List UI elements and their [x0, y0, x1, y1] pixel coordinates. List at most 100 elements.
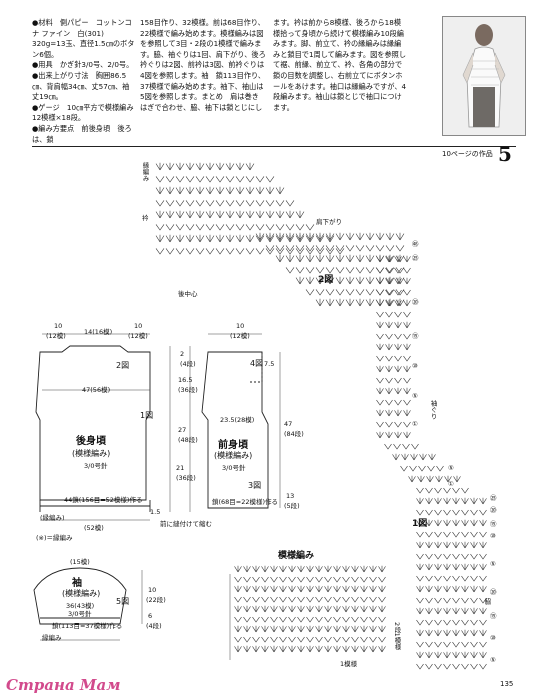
- stitch-vee: [385, 289, 395, 296]
- stitch-vee: [403, 399, 411, 406]
- stitch-fan: [365, 276, 375, 285]
- stitch-fan: [205, 210, 215, 219]
- stitch-vee: [355, 289, 365, 296]
- stitch-fan: [315, 585, 323, 593]
- stitch-vee: [403, 267, 411, 274]
- stitch-vee: [252, 636, 260, 643]
- stitch-fan: [288, 585, 296, 593]
- stitch-vee: [355, 245, 365, 252]
- stitch-fan: [325, 298, 335, 307]
- stitch-vee: [306, 576, 314, 583]
- stitch-fan: [306, 645, 314, 653]
- stitch-vee: [470, 553, 478, 560]
- stitch-fan: [355, 254, 365, 263]
- stitch-fan: [375, 232, 385, 241]
- stitch-fan: [376, 365, 384, 373]
- stitch-vee: [425, 575, 433, 582]
- stitch-fan: [403, 343, 411, 351]
- stitch-fan: [315, 254, 325, 263]
- stitch-vee: [470, 619, 478, 626]
- stitch-fan: [452, 607, 460, 615]
- stitch-vee: [416, 641, 424, 648]
- back-fig-ref: 2図: [116, 361, 130, 370]
- stitch-fan: [155, 186, 165, 195]
- stitch-fan: [403, 365, 411, 373]
- stitch-fan: [425, 563, 433, 571]
- stitch-vee: [279, 616, 287, 623]
- stitch-vee: [225, 224, 235, 231]
- stitch-fan: [234, 605, 242, 613]
- stitch-vee: [434, 619, 442, 626]
- stitch-vee: [452, 575, 460, 582]
- stitch-fan: [408, 475, 416, 483]
- chart1-side-label: 脇: [483, 598, 491, 605]
- stitch-fan: [279, 625, 287, 633]
- chart2-row-mark: ⑳: [412, 298, 419, 306]
- stitch-fan: [452, 563, 460, 571]
- stitch-vee: [215, 224, 225, 231]
- stitch-vee: [225, 248, 235, 255]
- stitch-vee: [393, 443, 401, 450]
- stitch-vee: [155, 176, 165, 183]
- stitch-vee: [443, 663, 451, 670]
- stitch-fan: [245, 210, 255, 219]
- stitch-fan: [376, 299, 384, 307]
- stitch-fan: [265, 186, 275, 195]
- stitch-vee: [215, 200, 225, 207]
- stitch-fan: [425, 541, 433, 549]
- stitch-vee: [225, 200, 235, 207]
- stitch-vee: [416, 553, 424, 560]
- stitch-vee: [342, 616, 350, 623]
- stitch-vee: [195, 176, 205, 183]
- stitch-fan: [470, 651, 478, 659]
- stitch-fan: [335, 254, 345, 263]
- stitch-vee: [452, 509, 460, 516]
- stitch-vee: [305, 289, 315, 296]
- stitch-vee: [376, 333, 384, 340]
- stitch-vee: [400, 465, 408, 472]
- stitch-vee: [394, 333, 402, 340]
- stitch-vee: [275, 248, 285, 255]
- chart1-row-mark: ⑮: [490, 612, 497, 620]
- stitch-fan: [452, 651, 460, 659]
- stitch-fan: [297, 605, 305, 613]
- stitch-fan: [261, 645, 269, 653]
- stitch-fan: [378, 625, 386, 633]
- stitch-vee: [365, 245, 375, 252]
- vertical-dim: 47: [284, 420, 293, 428]
- stitch-vee: [443, 531, 451, 538]
- stitch-fan: [345, 254, 355, 263]
- back-subtitle: (模様編み): [72, 449, 111, 458]
- stitch-vee: [402, 443, 410, 450]
- stitch-fan: [235, 210, 245, 219]
- stitch-fan: [378, 645, 386, 653]
- chart1-row-mark: ⑤: [490, 560, 496, 568]
- stitch-fan: [324, 605, 332, 613]
- sleeve-subtitle: (模様編み): [62, 589, 101, 598]
- stitch-fan: [355, 276, 365, 285]
- stitch-fan: [333, 645, 341, 653]
- stitch-vee: [461, 619, 469, 626]
- stitch-vee: [385, 399, 393, 406]
- stitch-fan: [470, 519, 478, 527]
- work-caption: 10ページの作品: [442, 150, 493, 158]
- stitch-fan: [345, 232, 355, 241]
- stitch-vee: [461, 641, 469, 648]
- back-top-dim: (12模): [128, 332, 148, 340]
- stitch-vee: [205, 200, 215, 207]
- stitch-fan: [205, 186, 215, 195]
- stitch-fan: [255, 232, 265, 241]
- stitch-vee: [479, 641, 487, 648]
- front-top-dim: 10: [236, 322, 245, 330]
- stitch-fan: [461, 651, 469, 659]
- stitch-fan: [335, 232, 345, 241]
- stitch-fan: [416, 585, 424, 593]
- stitch-vee: [443, 553, 451, 560]
- front-fig-ref-2: 3図: [248, 481, 262, 490]
- stitch-fan: [443, 651, 451, 659]
- stitch-vee: [265, 245, 275, 252]
- stitch-fan: [461, 563, 469, 571]
- stitch-vee: [443, 597, 451, 604]
- stitch-fan: [215, 162, 225, 171]
- stitch-fan: [305, 232, 315, 241]
